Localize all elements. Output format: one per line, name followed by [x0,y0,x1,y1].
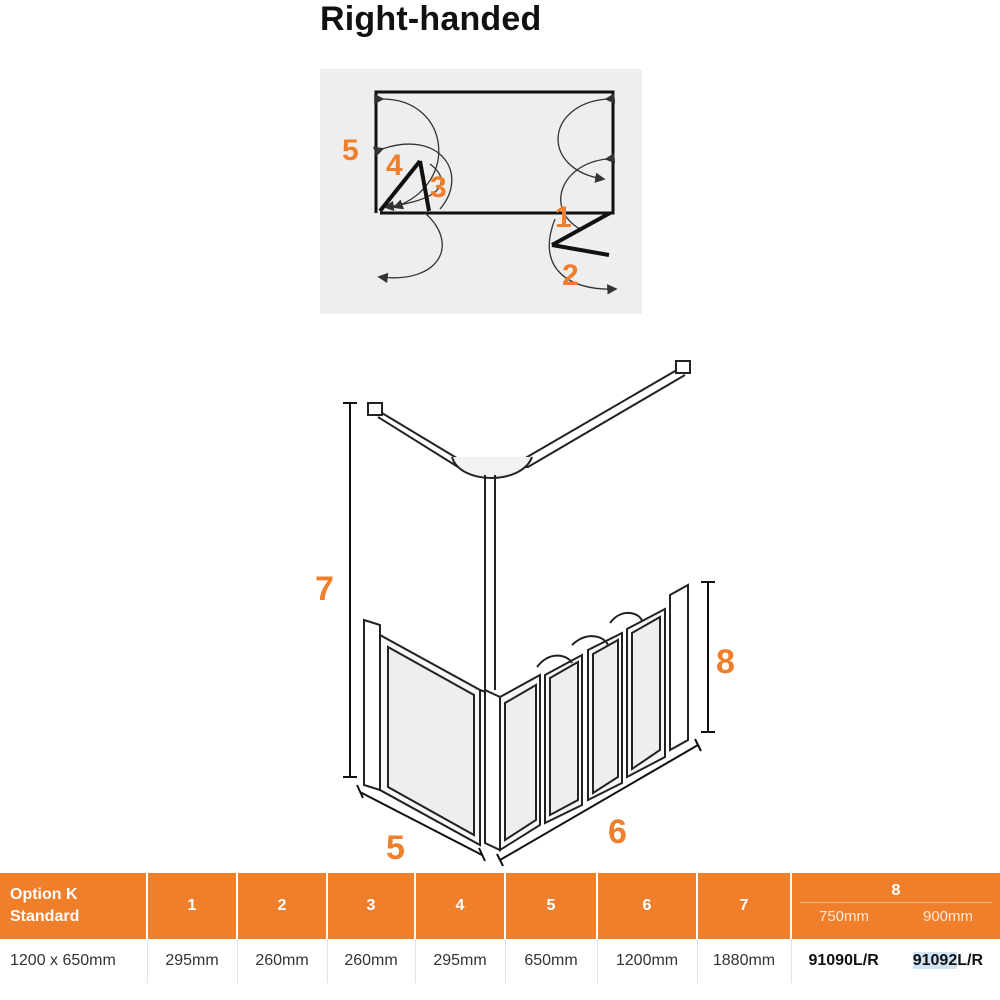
header-col-8: 8 750mm 900mm [791,873,1000,939]
plan-label-5: 5 [342,134,359,167]
cell-2: 260mm [237,939,328,983]
header-option: Option K Standard [0,873,148,939]
ceiling-rail [367,360,691,479]
product-code-900-suffix: L/R [957,952,984,969]
plan-view-svg: 5 4 3 1 2 [342,90,618,295]
header-option-line1: Option K [10,886,78,903]
header-col-7: 7 [697,873,792,939]
iso-label-8: 8 [716,643,735,681]
plan-view-diagram: 5 4 3 1 2 [320,69,642,314]
product-code-900: 91092L/R [896,952,1000,970]
header-option-line2: Standard [10,908,80,925]
table-row: 1200 x 650mm 295mm 260mm 260mm 295mm 650… [0,939,1000,983]
swing-arc-3 [383,163,442,212]
isometric-diagram: 7 8 5 6 [300,345,760,870]
cell-8-codes: 91090L/R 91092L/R [792,952,1000,970]
swing-arc-bottom-left [377,212,443,284]
dimension-line-6 [496,738,702,867]
enclosure-outline [374,90,615,215]
door-leaf-3 [418,160,431,212]
swing-arc-top-right [557,93,616,183]
header-col-8-sub-750: 750mm [818,907,870,925]
cell-4: 295mm [415,939,506,983]
dimension-line-7 [343,402,357,778]
spec-table: Option K Standard 1 2 3 4 5 6 7 8 750mm … [0,873,1000,983]
iso-label-6: 6 [608,813,627,851]
header-col-4: 4 [415,873,506,939]
product-code-750: 91090L/R [808,952,879,969]
page-title: Right-handed [320,0,542,38]
left-panel [363,618,501,847]
swing-arc-top-left [374,93,440,210]
cell-size: 1200 x 650mm [0,939,148,983]
header-col-2: 2 [237,873,328,939]
plan-label-3: 3 [430,171,447,204]
swing-arc-5 [372,143,453,210]
header-col-3: 3 [327,873,416,939]
header-col-1: 1 [147,873,238,939]
header-col-8-label: 8 [800,874,992,903]
cell-8: 91090L/R 91092L/R [791,939,1000,983]
spec-table-header: Option K Standard 1 2 3 4 5 6 7 8 750mm … [0,873,1000,939]
cell-7: 1880mm [697,939,792,983]
iso-label-7: 7 [315,570,334,608]
header-col-8-subheaders: 750mm 900mm [792,903,1000,939]
plan-label-4: 4 [386,149,403,182]
plan-label-2: 2 [562,259,579,292]
plan-label-1: 1 [555,201,572,234]
isometric-svg: 7 8 5 6 [315,360,735,867]
cell-1: 295mm [147,939,238,983]
cell-5: 650mm [505,939,598,983]
dimension-line-8 [701,581,715,733]
door-leaf-1 [551,211,611,247]
swing-arc-1 [560,152,616,230]
iso-label-5: 5 [386,829,405,867]
header-col-5: 5 [505,873,598,939]
door-leaf-2 [551,243,610,257]
right-panels [484,583,689,852]
header-col-8-sub-900: 900mm [922,907,974,925]
cell-6: 1200mm [597,939,698,983]
product-code-900-highlighted: 91092 [912,952,958,969]
header-col-6: 6 [597,873,698,939]
door-leaf-4 [378,159,422,213]
dimension-line-5 [356,784,486,862]
swing-arc-2 [548,218,618,295]
support-post [484,475,496,690]
cell-3: 260mm [327,939,416,983]
